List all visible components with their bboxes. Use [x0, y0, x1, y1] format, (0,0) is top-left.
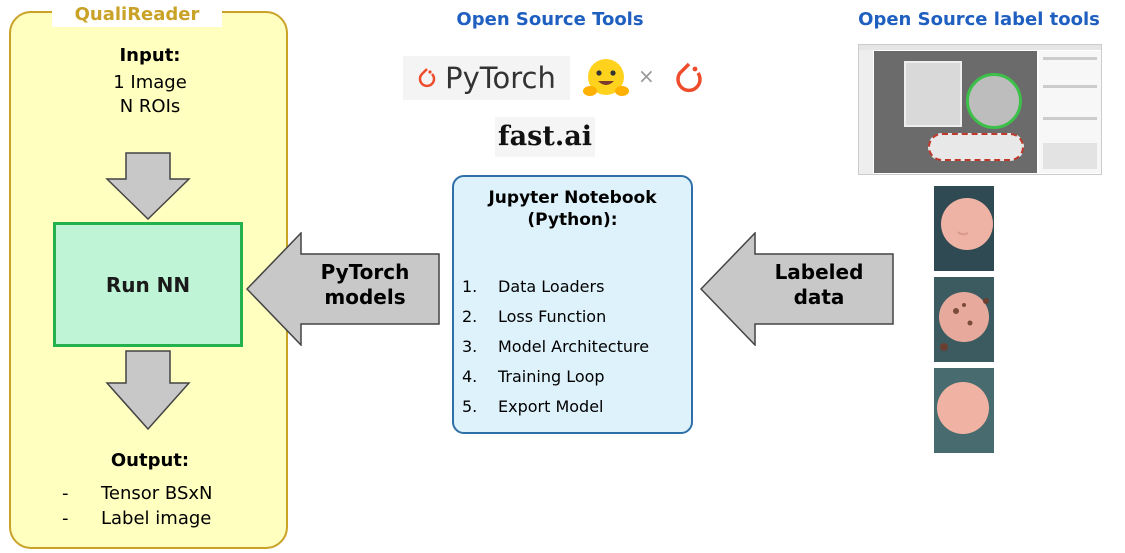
screenshot-titlebar	[859, 45, 1101, 50]
jupyter-notebook-box: Jupyter Notebook (Python): 1.Data Loader…	[452, 175, 693, 434]
huggingface-pytorch-logo: ×	[576, 52, 710, 104]
screenshot-side-panel	[1039, 51, 1101, 173]
notebook-step: 2.Loss Function	[462, 307, 607, 326]
screenshot-toolbar	[859, 50, 873, 174]
hf-times-symbol: ×	[638, 64, 655, 88]
jupyter-title-line1: Jupyter Notebook	[488, 188, 657, 208]
output-bullet-1: -	[62, 483, 69, 504]
label-tool-screenshot	[858, 44, 1102, 175]
notebook-step: 3.Model Architecture	[462, 337, 650, 356]
output-item-tensor: Tensor BSxN	[101, 483, 213, 504]
hugging-face-icon	[583, 59, 629, 96]
header-open-source-label-tools: Open Source label tools	[858, 9, 1100, 30]
down-arrow-output	[105, 350, 191, 430]
qualireader-title: QualiReader	[52, 3, 222, 27]
pill-photo-1	[934, 186, 994, 271]
pill-photo-3	[934, 368, 994, 453]
notebook-step: 5.Export Model	[462, 397, 604, 416]
down-arrow-input	[105, 152, 191, 220]
arrow-label-labeled-data: Labeled data	[774, 260, 864, 309]
pill-photo-2	[934, 277, 994, 362]
run-nn-box: Run NN	[53, 222, 243, 347]
output-item-label-image: Label image	[101, 508, 212, 529]
input-line-rois: N ROIs	[119, 96, 181, 117]
pytorch-flame-icon-large	[676, 62, 702, 93]
jupyter-notebook-title: Jupyter Notebook (Python):	[454, 187, 691, 231]
arrow-label-pytorch-models: PyTorch models	[320, 260, 410, 309]
output-title: Output:	[110, 450, 190, 471]
arrow-labeled-data	[700, 232, 894, 346]
header-open-source-tools: Open Source Tools	[456, 9, 644, 30]
jupyter-title-line2: (Python):	[527, 210, 618, 230]
arrow-pytorch-models	[246, 232, 440, 346]
notebook-step: 1.Data Loaders	[462, 277, 605, 296]
notebook-step: 4.Training Loop	[462, 367, 605, 386]
input-line-image: 1 Image	[113, 72, 187, 93]
pytorch-logo-text: PyTorch	[445, 61, 556, 95]
pytorch-logo: PyTorch	[403, 56, 570, 100]
fastai-logo: fast.ai	[495, 117, 595, 157]
run-nn-label: Run NN	[105, 272, 191, 297]
screenshot-canvas	[874, 51, 1037, 173]
pytorch-flame-icon	[418, 68, 436, 88]
output-bullet-2: -	[62, 508, 69, 529]
input-title: Input:	[119, 45, 181, 66]
